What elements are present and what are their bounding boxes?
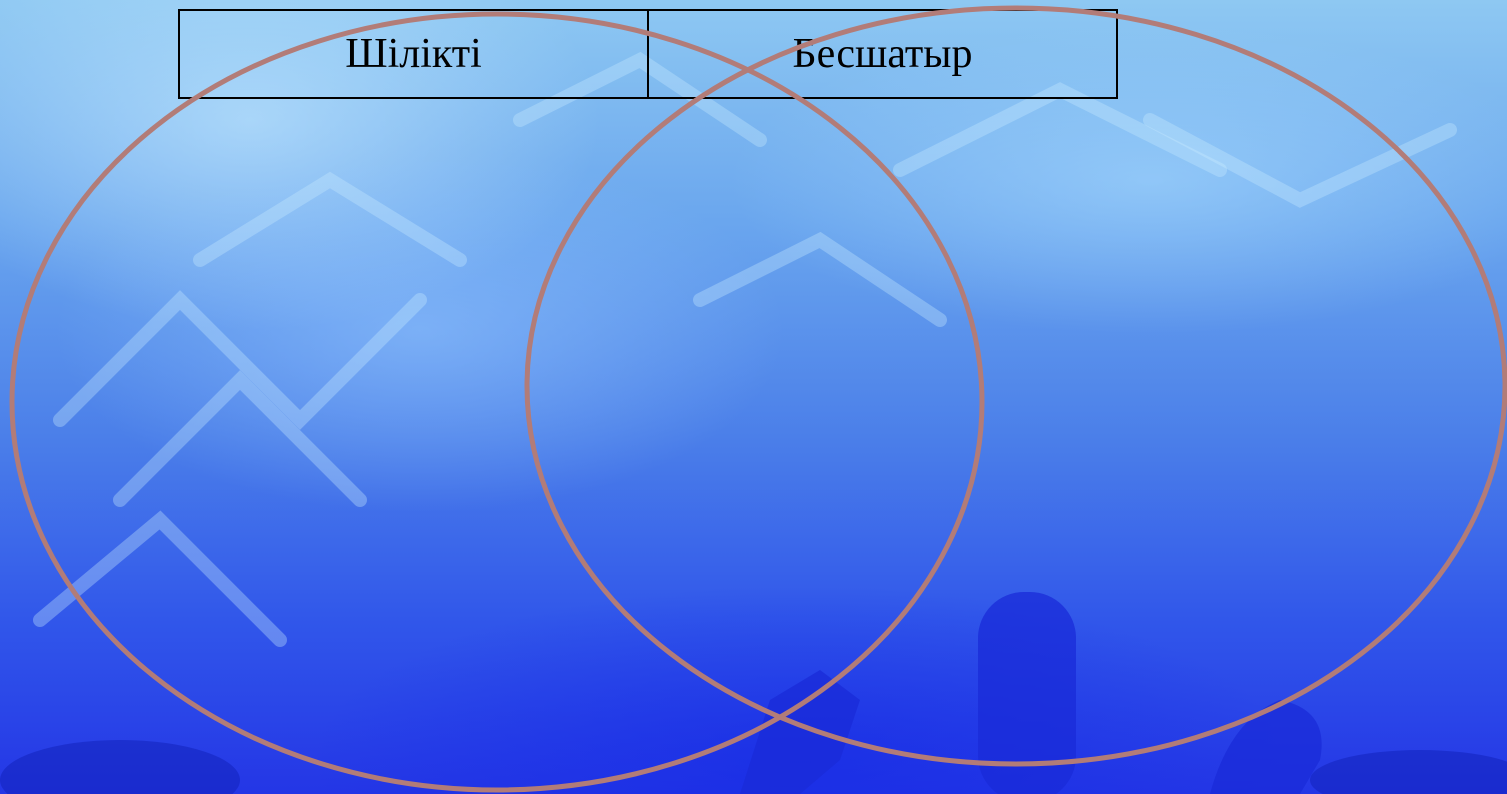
venn-circle-right <box>527 8 1505 764</box>
venn-circle-left <box>12 14 982 790</box>
